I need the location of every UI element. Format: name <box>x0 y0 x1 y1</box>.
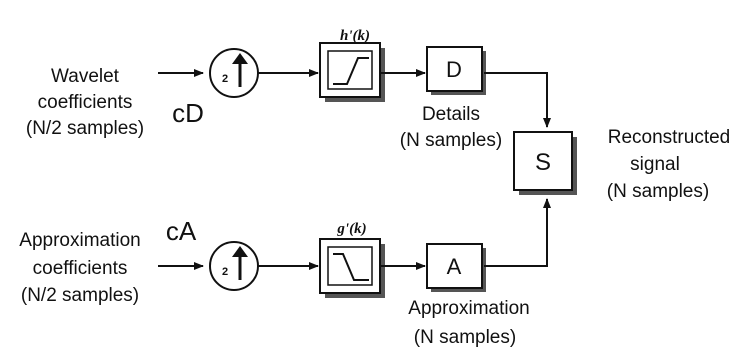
approximation-caption2: (N samples) <box>414 327 516 348</box>
input-bottom-line2: coefficients <box>33 258 128 279</box>
details-letter: D <box>446 57 462 82</box>
sum-letter: S <box>535 149 551 176</box>
highpass-filter-block <box>319 42 385 102</box>
ca-symbol: cA <box>166 216 197 246</box>
details-caption1: Details <box>422 104 480 125</box>
input-top-line2: coefficients <box>38 92 133 113</box>
details-block: D <box>426 46 486 95</box>
upsampler-bottom: 2 <box>209 241 259 291</box>
upsample-factor-top: 2 <box>222 73 228 85</box>
input-bottom-line3: (N/2 samples) <box>21 285 139 306</box>
filter-bottom-label: g'(k) <box>336 221 366 237</box>
output-line1: Reconstructed <box>608 127 731 148</box>
filter-top-label: h'(k) <box>340 28 370 44</box>
lowpass-response-icon <box>333 253 369 281</box>
output-line2: signal <box>630 154 680 175</box>
details-caption2: (N samples) <box>400 130 502 151</box>
highpass-response-icon <box>333 57 369 85</box>
input-bottom-line1: Approximation <box>19 230 140 251</box>
arrow-a-to-s <box>484 198 551 267</box>
approximation-block: A <box>426 243 486 292</box>
approximation-caption1: Approximation <box>408 298 529 319</box>
lowpass-filter-block <box>319 238 385 298</box>
input-top-line3: (N/2 samples) <box>26 118 144 139</box>
sum-block: S <box>513 131 577 195</box>
upsample-factor-bottom: 2 <box>222 266 228 278</box>
arrow-d-to-s <box>484 72 551 128</box>
output-line3: (N samples) <box>607 181 709 202</box>
approximation-letter: A <box>447 254 462 279</box>
upsampler-top: 2 <box>209 48 259 98</box>
cd-symbol: cD <box>172 98 204 128</box>
input-top-line1: Wavelet <box>51 66 120 87</box>
